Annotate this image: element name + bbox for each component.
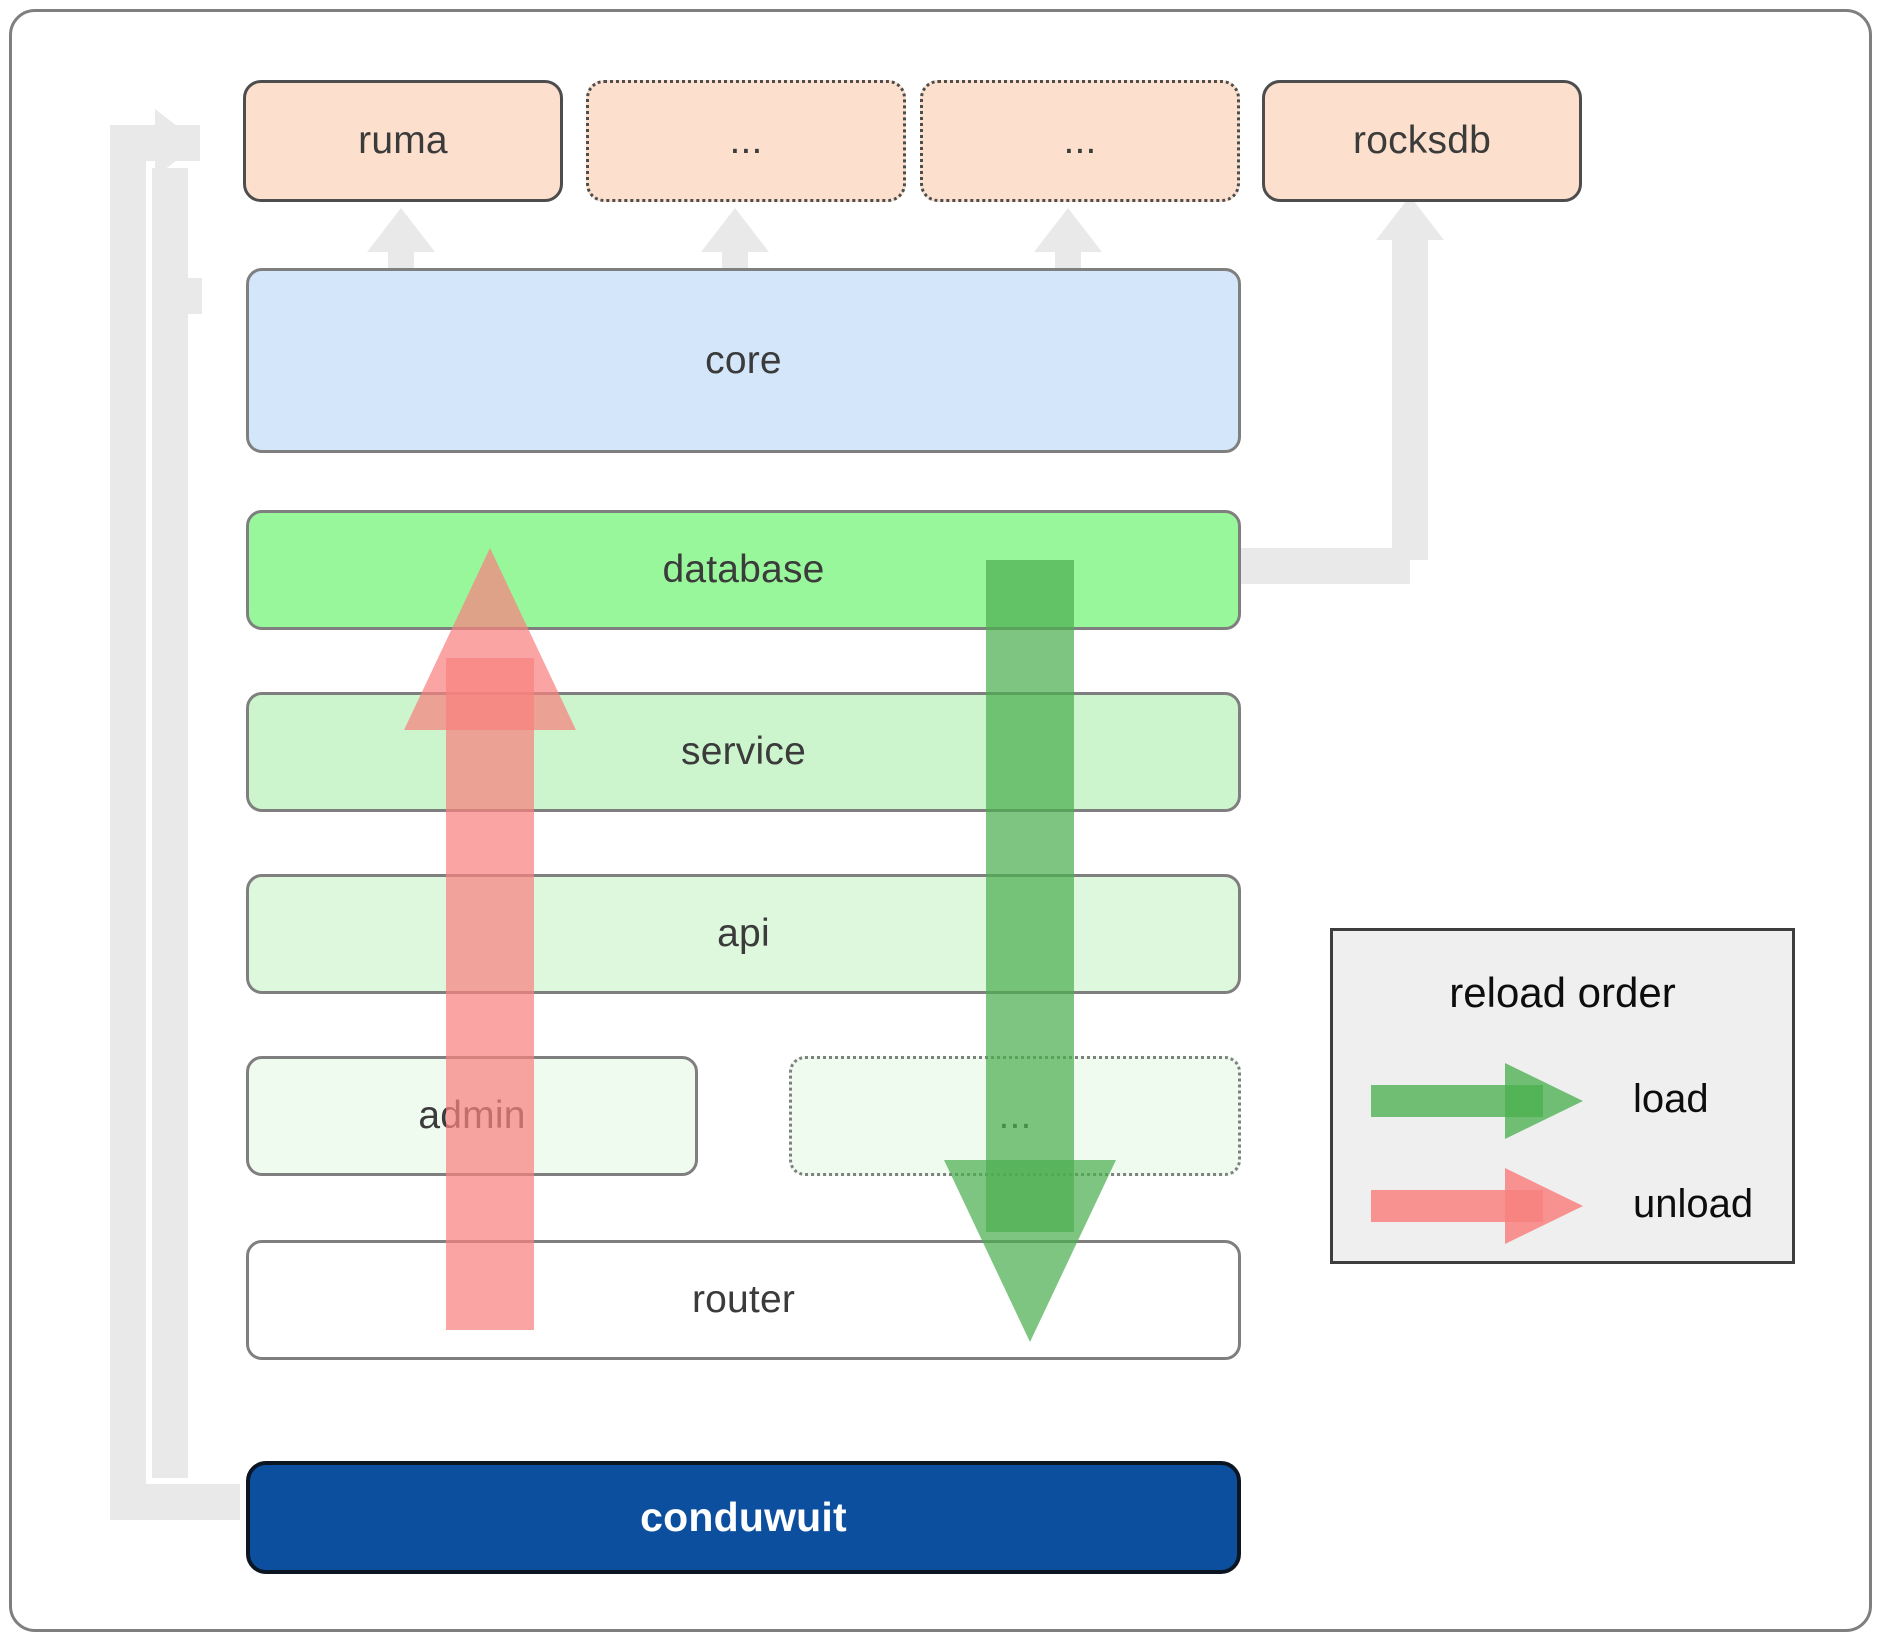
- dependency-box-rocksdb[interactable]: rocksdb: [1262, 80, 1582, 202]
- connector-arrow-to-rocksdb: [1376, 196, 1444, 240]
- connector-conduwuit-to-ruma-bottom: [110, 1484, 240, 1520]
- dependency-box-ruma[interactable]: ruma: [243, 80, 563, 202]
- layer-box-admin[interactable]: admin: [246, 1056, 698, 1176]
- layer-box-ellipsis[interactable]: ...: [789, 1056, 1241, 1176]
- dependency-label: ...: [729, 119, 763, 162]
- core-label: core: [705, 338, 782, 382]
- connector-database-to-rocksdb-horizontal: [1230, 548, 1410, 584]
- connector-arrow-to-ruma: [155, 109, 199, 177]
- binary-box-conduwuit[interactable]: conduwuit: [246, 1461, 1241, 1574]
- layer-label: api: [717, 912, 770, 955]
- layer-label: ...: [998, 1094, 1032, 1137]
- connector-arrow-core-to-dots1: [701, 208, 769, 252]
- binary-label: conduwuit: [640, 1494, 847, 1540]
- layer-label: database: [662, 548, 825, 591]
- legend-panel: reload order load unload: [1330, 928, 1795, 1264]
- connector-arrow-to-core: [157, 262, 201, 330]
- connector-arrow-core-to-ruma: [367, 208, 435, 252]
- core-box[interactable]: core: [246, 268, 1241, 453]
- legend-load-label: load: [1633, 1077, 1709, 1121]
- dependency-label: ...: [1063, 119, 1097, 162]
- dependency-box-ellipsis-2[interactable]: ...: [920, 80, 1240, 202]
- layer-label: admin: [418, 1094, 526, 1137]
- dependency-label: ruma: [358, 119, 448, 162]
- layer-box-service[interactable]: service: [246, 692, 1241, 812]
- legend-load-arrow-icon: [1371, 1063, 1583, 1139]
- layer-label: router: [691, 1278, 796, 1321]
- legend-unload-label: unload: [1633, 1182, 1754, 1226]
- legend-unload-arrow-icon: [1371, 1168, 1583, 1244]
- dependency-label: rocksdb: [1353, 119, 1491, 162]
- dependency-box-ellipsis-1[interactable]: ...: [586, 80, 906, 202]
- layer-box-router[interactable]: router: [246, 1240, 1241, 1360]
- layer-box-database[interactable]: database: [246, 510, 1241, 630]
- layer-box-api[interactable]: api: [246, 874, 1241, 994]
- connector-conduwuit-to-core-vertical: [152, 168, 188, 1478]
- connector-arrow-core-to-dots2: [1034, 208, 1102, 252]
- connector-database-to-rocksdb-vertical: [1392, 235, 1428, 560]
- layer-label: service: [681, 730, 806, 773]
- diagram-frame: [9, 9, 1872, 1632]
- legend-title: reload order: [1449, 969, 1676, 1016]
- connector-conduwuit-to-ruma-vertical: [110, 125, 146, 1520]
